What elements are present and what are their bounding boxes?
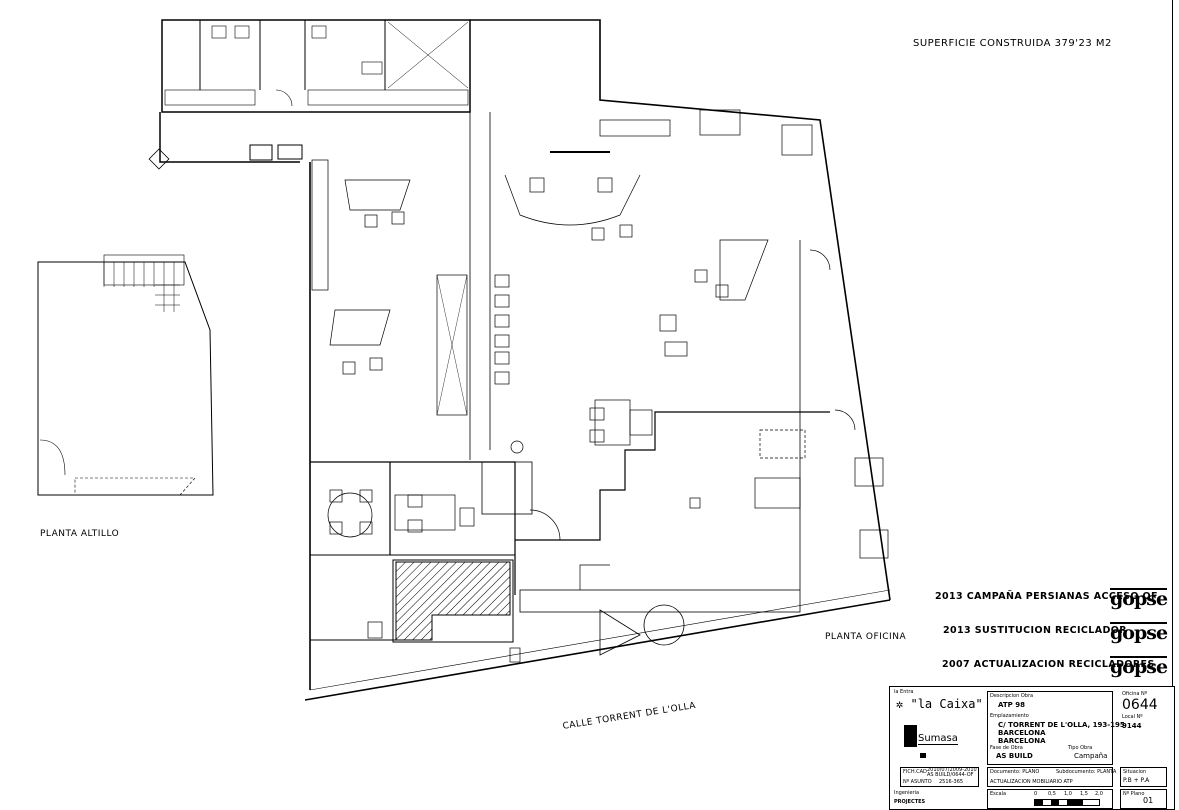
work-desc: ATP 98 [998, 701, 1025, 709]
work-description-box: Descripcion Obra ATP 98 Emplazamiento C/… [987, 691, 1125, 765]
gopse-logo: gopse [1110, 656, 1168, 678]
gopse-logo: gopse [1110, 622, 1168, 644]
caixa-logo: ✲ "la Caixa" [896, 697, 983, 711]
subject-value: 2516-365 [939, 779, 964, 785]
location-label: Emplazamiento [990, 713, 1029, 719]
sheet-label: Nº Plano [1123, 791, 1145, 797]
revision-item: 2013 SUSTITUCION RECICLADOR [943, 625, 1127, 636]
situation: P.B + P.A [1123, 777, 1150, 784]
restroom-block [148, 19, 471, 170]
company-name: Sumasa [918, 733, 958, 745]
scale-tick: 1,5 [1080, 791, 1088, 797]
scale-bar [1034, 799, 1100, 806]
scale-tick: 0,5 [1048, 791, 1056, 797]
scale-label: Escala [990, 791, 1007, 797]
engineering-label: Ingenieria [894, 790, 920, 796]
scale-tick: 1,0 [1064, 791, 1072, 797]
province: BARCELONA [998, 737, 1046, 745]
hatched-column [395, 561, 511, 641]
engineering: PROJECTES [894, 799, 926, 805]
city: BARCELONA [998, 729, 1046, 737]
local-number: 9144 [1122, 722, 1142, 730]
office-label: Oficina Nº [1122, 691, 1148, 697]
star-icon: ✲ [896, 697, 904, 711]
revision-item: 2007 ACTUALIZACION RECICLADORES [942, 659, 1155, 670]
scale-tick: 0 [1034, 791, 1038, 797]
subject-label: Nº ASUNTO [903, 779, 932, 785]
mezzanine-plan [37, 254, 214, 496]
revision-item: 2013 CAMPAÑA PERSIANAS ACCESO OF [935, 591, 1158, 602]
furniture [327, 109, 889, 663]
phase-label: Fase de Obra [990, 745, 1023, 751]
document-label: Documento: PLANO [990, 769, 1040, 775]
scale-tick: 2,0 [1095, 791, 1103, 797]
scale-box: Escala 0 0,5 1,0 1,5 2,0 [987, 789, 1113, 809]
sheet-number: 01 [1143, 796, 1154, 805]
frame-line [1172, 0, 1173, 686]
client-name: "la Caixa" [910, 697, 983, 711]
document-note: ACTUALIZACION MOBILIARIO ATP [990, 779, 1073, 785]
cad-box: FICH.CAD 2010/07/2009-2010 AS BUILD/0644… [900, 767, 979, 787]
situation-box: Situacion P.B + P.A [1120, 767, 1167, 787]
surface-area-label: SUPERFICIE CONSTRUIDA 379'23 M2 [913, 38, 1112, 49]
office-floor-label: PLANTA OFICINA [825, 632, 907, 642]
situation-label: Situacion [1123, 769, 1147, 775]
work-type: Campaña [1074, 752, 1108, 760]
subdocument-label: Subdocumento: PLANTA [1056, 769, 1117, 775]
logo-mark [920, 753, 926, 758]
cad-label: FICH.CAD [903, 769, 927, 775]
gopse-logo: gopse [1110, 588, 1168, 610]
work-desc-label: Descripcion Obra [990, 693, 1034, 699]
mezzanine-label: PLANTA ALTILLO [40, 529, 120, 539]
address: C/ TORRENT DE L'OLLA, 193-195 [998, 721, 1125, 729]
office-number: 0644 [1122, 697, 1158, 713]
document-box: Documento: PLANO Subdocumento: PLANTA AC… [987, 767, 1117, 787]
sumasa-logo-icon [904, 725, 917, 747]
type-label: Tipo Obra [1068, 745, 1093, 751]
cad-value: 2010/07/2009-2010 [927, 767, 977, 773]
client-label: la Entra [894, 689, 914, 695]
sheet-box: Nº Plano 01 [1120, 789, 1167, 809]
office-outline [304, 19, 891, 701]
phase: AS BUILD [996, 752, 1033, 760]
cad-value: AS BUILD/0644-OF [927, 772, 974, 778]
local-label: Local Nº [1122, 714, 1143, 720]
title-block: la Entra ✲ "la Caixa" Sumasa Descripcion… [889, 686, 1175, 810]
